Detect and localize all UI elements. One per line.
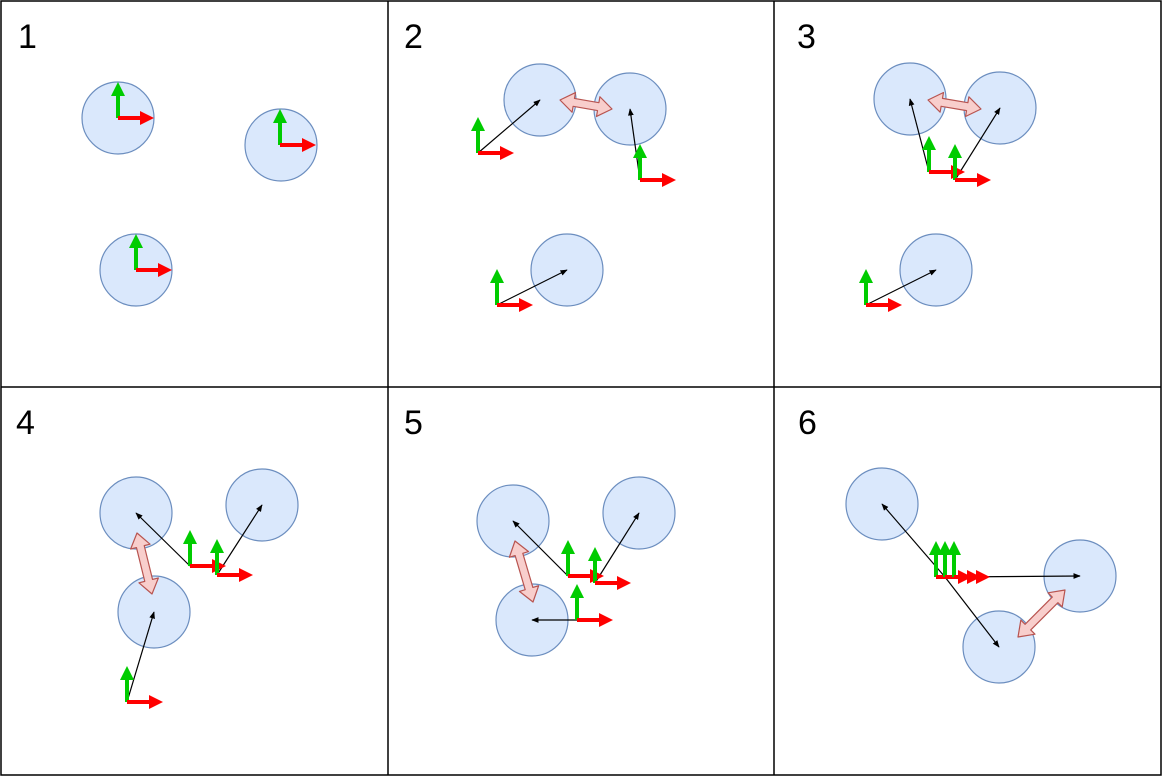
xy-axes-icon <box>129 234 172 277</box>
xy-axes-icon <box>588 547 631 590</box>
x-axis-arrowhead <box>888 298 902 312</box>
y-axis-arrowhead <box>929 541 943 555</box>
xy-axes-icon <box>210 539 253 582</box>
y-axis-arrowhead <box>273 109 287 123</box>
xy-axes-icon <box>633 144 676 187</box>
y-axis-arrowhead <box>570 584 584 598</box>
xy-axes-icon <box>471 117 514 160</box>
double-arrow-icon <box>927 91 982 118</box>
y-axis-arrowhead <box>471 117 485 131</box>
x-axis-arrowhead <box>519 298 533 312</box>
offset-vectors-layer <box>126 98 1081 703</box>
double-arrow-icon <box>1017 589 1066 638</box>
y-axis-arrowhead <box>588 547 602 561</box>
offset-vector-arrow <box>512 520 569 577</box>
x-axis-arrowhead <box>239 568 253 582</box>
y-axis-arrowhead <box>561 540 575 554</box>
offset-vector-arrow <box>496 269 568 306</box>
y-axis-arrowhead <box>938 541 952 555</box>
double-arrow-icon <box>559 91 613 118</box>
x-axis-arrowhead <box>977 173 991 187</box>
panel-label-2: 2 <box>404 18 423 56</box>
panel-label-6: 6 <box>798 404 817 442</box>
panel-label-5: 5 <box>404 404 423 442</box>
x-axis-arrowhead <box>599 613 613 627</box>
xy-axes-icon <box>859 269 902 312</box>
offset-vector-arrow <box>594 512 640 584</box>
y-axis-arrowhead <box>922 136 936 150</box>
frames-layer <box>111 82 991 709</box>
y-axis-arrowhead <box>947 541 961 555</box>
double-arrow-icon <box>508 540 540 603</box>
xy-axes-icon <box>561 540 604 583</box>
xy-axes-icon <box>120 666 163 709</box>
xy-axes-icon <box>490 269 533 312</box>
x-axis-arrowhead <box>158 263 172 277</box>
contacts-layer <box>130 91 1066 638</box>
offset-vector-arrow <box>865 269 937 306</box>
offset-vector-arrow <box>126 611 155 703</box>
y-axis-arrowhead <box>948 144 962 158</box>
y-axis-arrowhead <box>129 234 143 248</box>
y-axis-arrowhead <box>183 530 197 544</box>
offset-vector-arrow <box>944 576 1000 648</box>
xy-axes-icon <box>948 144 991 187</box>
y-axis-arrowhead <box>859 269 873 283</box>
offset-vector-arrow <box>477 99 541 154</box>
x-axis-arrowhead <box>976 570 990 584</box>
panel-label-3: 3 <box>797 18 816 56</box>
xy-axes-icon <box>570 584 613 627</box>
offset-vector-arrow <box>216 504 263 576</box>
xy-axes-icon <box>273 109 316 152</box>
y-axis-arrowhead <box>111 82 125 96</box>
xy-axes-icon <box>947 541 990 584</box>
xy-axes-icon <box>111 82 154 125</box>
double-arrow-icon <box>130 532 159 595</box>
offset-vector-arrow <box>954 107 1001 181</box>
panel-label-4: 4 <box>16 404 35 442</box>
y-axis-arrowhead <box>633 144 647 158</box>
y-axis-arrowhead <box>120 666 134 680</box>
x-axis-arrowhead <box>617 576 631 590</box>
x-axis-arrowhead <box>302 138 316 152</box>
y-axis-arrowhead <box>490 269 504 283</box>
y-axis-arrowhead <box>210 539 224 553</box>
offset-vector-arrow <box>135 512 191 567</box>
x-axis-arrowhead <box>140 111 154 125</box>
offset-vector-arrow <box>908 98 930 173</box>
x-axis-arrowhead <box>662 173 676 187</box>
x-axis-arrowhead <box>500 146 514 160</box>
panel-label-1: 1 <box>18 18 37 56</box>
x-axis-arrowhead <box>149 695 163 709</box>
